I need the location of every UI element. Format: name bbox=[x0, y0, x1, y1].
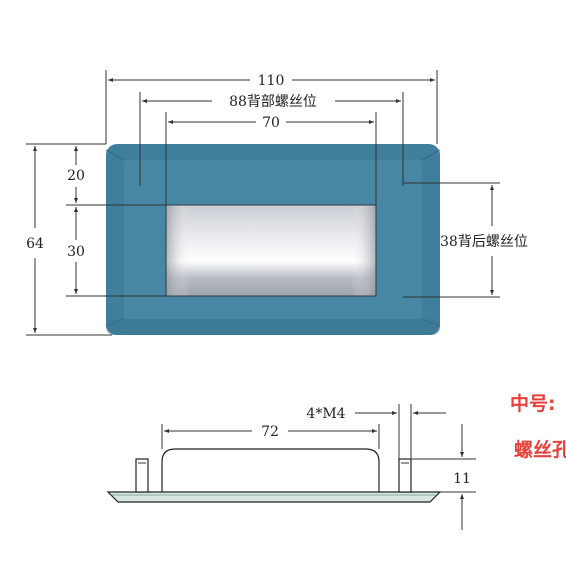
side-view bbox=[106, 448, 442, 503]
dim-38: 38背后螺丝位 bbox=[440, 185, 528, 295]
dim-11: 11 bbox=[453, 424, 471, 530]
dim-110-label: 110 bbox=[258, 73, 285, 89]
recess-outline bbox=[165, 204, 377, 297]
dim-110: 110 bbox=[108, 73, 435, 89]
side-screw-post-right bbox=[398, 458, 412, 493]
dim-11-label: 11 bbox=[453, 471, 471, 487]
recess-side-shade bbox=[166, 205, 376, 296]
dim-88: 88背部螺丝位 bbox=[142, 94, 401, 110]
dim-70-label: 70 bbox=[262, 115, 280, 131]
dim-38-label: 38背后螺丝位 bbox=[440, 234, 528, 250]
side-extension-lines bbox=[161, 404, 476, 493]
side-base-plate bbox=[106, 491, 442, 503]
dim-64: 64 bbox=[26, 146, 44, 333]
bevel-line-tr bbox=[421, 149, 441, 161]
dim-30-label: 30 bbox=[67, 244, 85, 260]
dim-72-label: 72 bbox=[261, 424, 279, 440]
dim-30: 30 bbox=[67, 207, 85, 294]
dim-88-label: 88背部螺丝位 bbox=[229, 94, 317, 110]
frame-bottom-shade bbox=[106, 319, 440, 335]
dim-70: 70 bbox=[168, 115, 374, 131]
dim-m4: 4*M4 bbox=[306, 406, 446, 422]
dim-64-label: 64 bbox=[26, 236, 44, 252]
screw-label: 螺丝孔 bbox=[514, 438, 566, 461]
dim-20-label: 20 bbox=[67, 168, 85, 184]
handle-recess bbox=[165, 204, 377, 297]
dim-m4-label: 4*M4 bbox=[306, 406, 345, 422]
dim-72: 72 bbox=[164, 424, 377, 440]
side-handle-profile bbox=[161, 448, 380, 492]
size-label: 中号: bbox=[510, 392, 556, 415]
bevel-line-tl bbox=[105, 149, 125, 161]
dim-20: 20 bbox=[67, 146, 85, 203]
side-screw-post-left bbox=[135, 458, 149, 493]
extension-lines bbox=[26, 70, 500, 336]
